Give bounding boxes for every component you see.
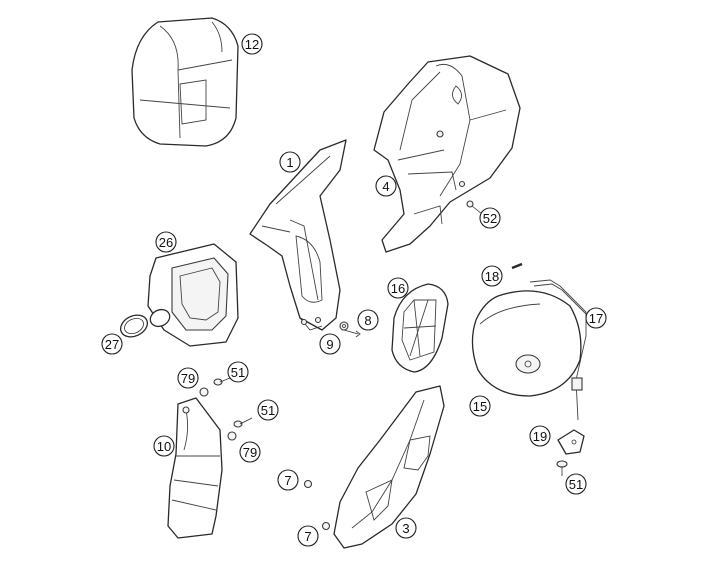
part-3-side-panel: [333, 385, 445, 549]
callout-label: 7: [304, 529, 311, 544]
callout-circle: [529, 425, 551, 447]
callout-label: 15: [473, 399, 487, 414]
callout-c10: 10: [153, 435, 175, 457]
callout-c8: 8: [357, 309, 379, 331]
callout-circle: [297, 525, 319, 547]
callout-label: 51: [231, 365, 245, 380]
part-4-airbox-housing: [373, 55, 521, 253]
callout-c27: 27: [101, 333, 123, 355]
callout-c3: 3: [395, 517, 417, 539]
callout-label: 16: [391, 281, 405, 296]
part-26-intake-boot: [147, 243, 239, 347]
callout-label: 52: [483, 211, 497, 226]
callout-c26: 26: [155, 231, 177, 253]
part-19-clip: [557, 429, 585, 455]
callout-circle: [565, 473, 587, 495]
part-52-screw: [466, 200, 483, 215]
callout-label: 3: [402, 521, 409, 536]
part-12-airbox-cover: [131, 17, 239, 147]
callout-circle: [479, 207, 501, 229]
part-10-lower-panel: [167, 397, 223, 539]
callout-label: 17: [589, 311, 603, 326]
callout-circle: [395, 517, 417, 539]
callout-c9: 9: [319, 333, 341, 355]
callout-label: 27: [105, 337, 119, 352]
part-79-washer-a: [199, 387, 209, 397]
part-51-screw-a: [213, 377, 231, 386]
callout-circle: [469, 395, 491, 417]
callout-circle: [241, 33, 263, 55]
callout-label: 79: [243, 445, 257, 460]
part-1-side-bracket: [249, 139, 347, 331]
callout-c7a: 7: [277, 469, 299, 491]
callout-c52: 52: [479, 207, 501, 229]
callout-c17: 17: [585, 307, 607, 329]
part-27-hose-clamp: [119, 308, 171, 338]
callout-c15: 15: [469, 395, 491, 417]
callout-c51a: 51: [227, 361, 249, 383]
callout-circle: [239, 441, 261, 463]
callout-c19: 19: [529, 425, 551, 447]
callout-layer: 12 1 4 52 26 16 18 17 8 9 27 79 51 51 79 10 15 19 7 51 7 3: [101, 33, 607, 547]
callout-c7b: 7: [297, 525, 319, 547]
callout-circle: [585, 307, 607, 329]
callout-c51c: 51: [565, 473, 587, 495]
callout-c1: 1: [279, 151, 301, 173]
callout-label: 18: [485, 269, 499, 284]
part-18-pin: [511, 262, 523, 270]
callout-label: 12: [245, 37, 259, 52]
callout-circle: [257, 399, 279, 421]
callout-circle: [387, 277, 409, 299]
part-79-washer-b: [227, 431, 237, 441]
callout-label: 26: [159, 235, 173, 250]
callout-circle: [227, 361, 249, 383]
callout-circle: [481, 265, 503, 287]
part-7-nut-a: [303, 479, 313, 489]
callout-label: 8: [364, 313, 371, 328]
callout-label: 7: [284, 473, 291, 488]
callout-circle: [319, 333, 341, 355]
callout-label: 19: [533, 429, 547, 444]
callout-label: 1: [286, 155, 293, 170]
part-51-screw-c: [556, 460, 568, 476]
callout-label: 9: [326, 337, 333, 352]
part-16-filter-cage: [391, 283, 449, 373]
callout-circle: [277, 469, 299, 491]
callout-label: 10: [157, 439, 171, 454]
part-7-nut-b: [321, 521, 331, 531]
callout-circle: [153, 435, 175, 457]
callout-c18: 18: [481, 265, 503, 287]
callout-c12: 12: [241, 33, 263, 55]
callout-circle: [155, 231, 177, 253]
callout-circle: [101, 333, 123, 355]
callout-c79b: 79: [239, 441, 261, 463]
part-51-screw-b: [233, 417, 253, 428]
callout-c51b: 51: [257, 399, 279, 421]
callout-circle: [177, 367, 199, 389]
part-17-bracket-wire: [529, 279, 589, 421]
callout-circle: [375, 175, 397, 197]
callout-c79a: 79: [177, 367, 199, 389]
callout-circle: [357, 309, 379, 331]
callout-label: 79: [181, 371, 195, 386]
callout-label: 4: [382, 179, 389, 194]
callout-circle: [279, 151, 301, 173]
callout-c4: 4: [375, 175, 397, 197]
callout-label: 51: [569, 477, 583, 492]
part-9-washer: [339, 321, 349, 331]
callout-label: 51: [261, 403, 275, 418]
part-15-air-filter: [471, 290, 582, 397]
part-8-screw: [343, 329, 361, 338]
callout-c16: 16: [387, 277, 409, 299]
